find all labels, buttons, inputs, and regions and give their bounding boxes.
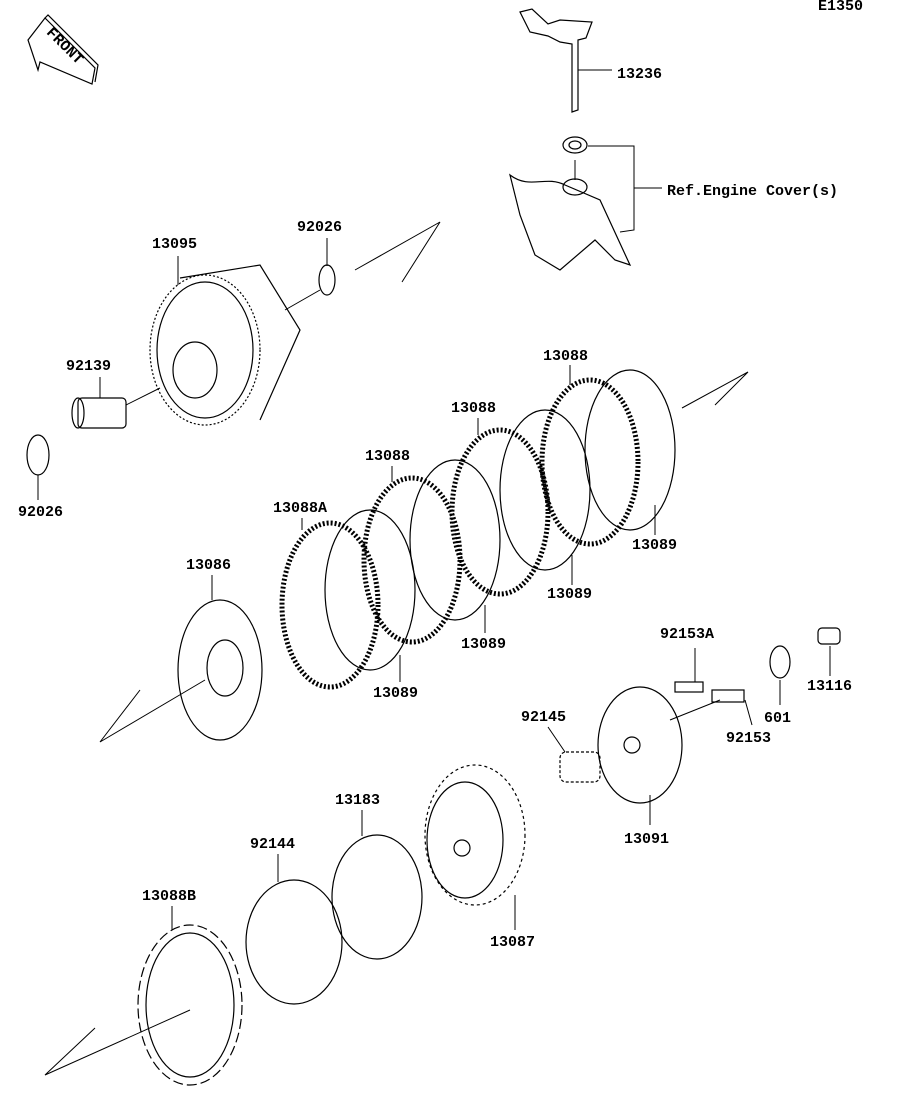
label-13088-2[interactable]: 13088 — [451, 400, 496, 417]
label-13116[interactable]: 13116 — [807, 678, 852, 695]
front-arrow-icon: FRONT — [27, 14, 99, 85]
label-13091[interactable]: 13091 — [624, 831, 669, 848]
label-13089-2[interactable]: 13089 — [547, 586, 592, 603]
friction-plate-b — [44, 906, 243, 1086]
label-13088b[interactable]: 13088B — [142, 888, 196, 905]
label-601[interactable]: 601 — [764, 710, 791, 727]
clutch-plates — [279, 365, 749, 690]
ring-92144 — [245, 879, 343, 1005]
label-13236[interactable]: 13236 — [617, 66, 662, 83]
washer-top — [318, 264, 336, 296]
spring — [547, 726, 601, 783]
label-13089-4[interactable]: 13089 — [373, 685, 418, 702]
label-92139[interactable]: 92139 — [66, 358, 111, 375]
label-92026-bottom[interactable]: 92026 — [18, 504, 63, 521]
shift-lever — [509, 8, 662, 271]
diagram-code: E1350 — [818, 0, 863, 15]
label-92153[interactable]: 92153 — [726, 730, 771, 747]
sleeve — [71, 377, 161, 429]
label-92153a[interactable]: 92153A — [660, 626, 714, 643]
washer-bottom — [26, 434, 50, 476]
spring-plate — [597, 686, 721, 825]
clutch-housing — [149, 256, 301, 426]
label-13183[interactable]: 13183 — [335, 792, 380, 809]
label-13095[interactable]: 13095 — [152, 236, 197, 253]
label-13088-3[interactable]: 13088 — [365, 448, 410, 465]
bolts-bearing-pin — [674, 627, 841, 726]
label-92144[interactable]: 92144 — [250, 836, 295, 853]
label-13086[interactable]: 13086 — [186, 557, 231, 574]
label-92026-top[interactable]: 92026 — [297, 219, 342, 236]
label-13089-3[interactable]: 13089 — [461, 636, 506, 653]
label-13087[interactable]: 13087 — [490, 934, 535, 951]
ring-13183 — [331, 834, 423, 960]
label-92145[interactable]: 92145 — [521, 709, 566, 726]
pressure-plate — [99, 575, 263, 743]
label-13088-1[interactable]: 13088 — [543, 348, 588, 365]
label-13089-1[interactable]: 13089 — [632, 537, 677, 554]
label-ref-engine-cover[interactable]: Ref.Engine Cover(s) — [667, 183, 838, 200]
label-13088a[interactable]: 13088A — [273, 500, 327, 517]
clutch-hub — [424, 764, 526, 930]
